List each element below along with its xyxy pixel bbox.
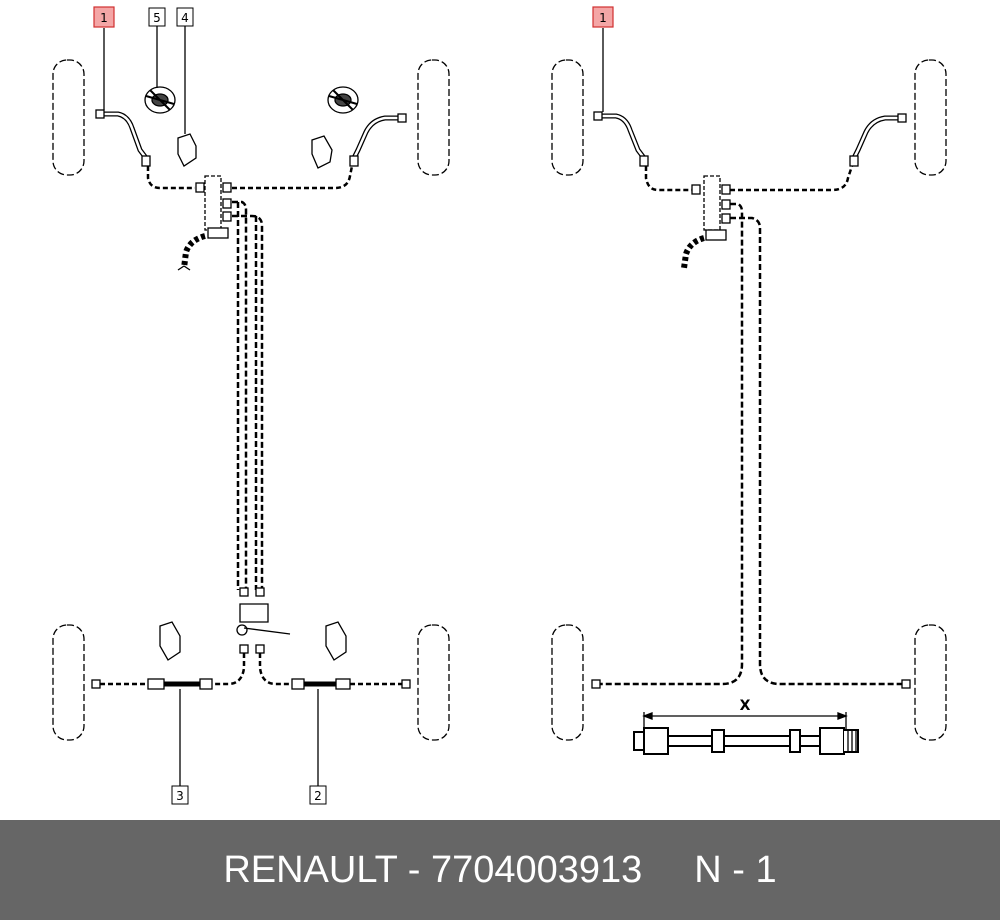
grommet-left — [144, 86, 176, 114]
clip-bracket-front-left — [177, 133, 197, 167]
front-left-hose — [95, 109, 151, 167]
right-variant — [551, 28, 947, 755]
master-cylinder — [204, 175, 222, 231]
front-right-hose — [849, 113, 907, 167]
svg-text:4: 4 — [181, 11, 189, 25]
footer-bar: RENAULT - 7704003913 N - 1 — [0, 820, 1000, 920]
clip-bracket-rear-left — [159, 621, 181, 661]
front-left-wheel — [52, 59, 85, 176]
callout-5: 5 — [148, 7, 166, 27]
brake-lines-diagram: 1 5 4 3 2 1 X — [52, 6, 947, 805]
rear-right-wheel — [417, 624, 450, 741]
clip-bracket-rear-right — [325, 621, 347, 661]
svg-text:1: 1 — [599, 11, 607, 25]
rear-left-wheel — [551, 624, 584, 741]
svg-text:3: 3 — [176, 789, 184, 803]
front-right-wheel — [914, 59, 947, 176]
front-left-wheel — [551, 59, 584, 176]
sheet-number: N - 1 — [694, 848, 777, 891]
callout-3: 3 — [171, 785, 189, 805]
svg-text:5: 5 — [153, 11, 161, 25]
front-left-hose — [593, 111, 649, 167]
dimension-label: X — [740, 698, 751, 714]
master-cylinder — [703, 175, 721, 231]
svg-text:2: 2 — [314, 789, 322, 803]
svg-text:1: 1 — [100, 11, 108, 25]
rear-left-wheel — [52, 624, 85, 741]
grommet-right — [327, 86, 359, 114]
callout-1-left: 1 — [93, 6, 115, 28]
callout-4: 4 — [176, 7, 194, 27]
front-right-hose — [349, 113, 407, 167]
front-right-wheel — [417, 59, 450, 176]
brake-limiter — [239, 603, 269, 623]
left-variant — [52, 26, 450, 786]
rear-right-hose — [291, 678, 411, 690]
brand-part-number: RENAULT - 7704003913 — [223, 848, 643, 891]
clip-bracket-front-right — [311, 135, 333, 169]
callout-2: 2 — [309, 785, 327, 805]
hose-detail — [633, 712, 859, 755]
rear-left-hose — [91, 678, 213, 690]
rear-right-wheel — [914, 624, 947, 741]
callout-1-right: 1 — [592, 6, 614, 28]
